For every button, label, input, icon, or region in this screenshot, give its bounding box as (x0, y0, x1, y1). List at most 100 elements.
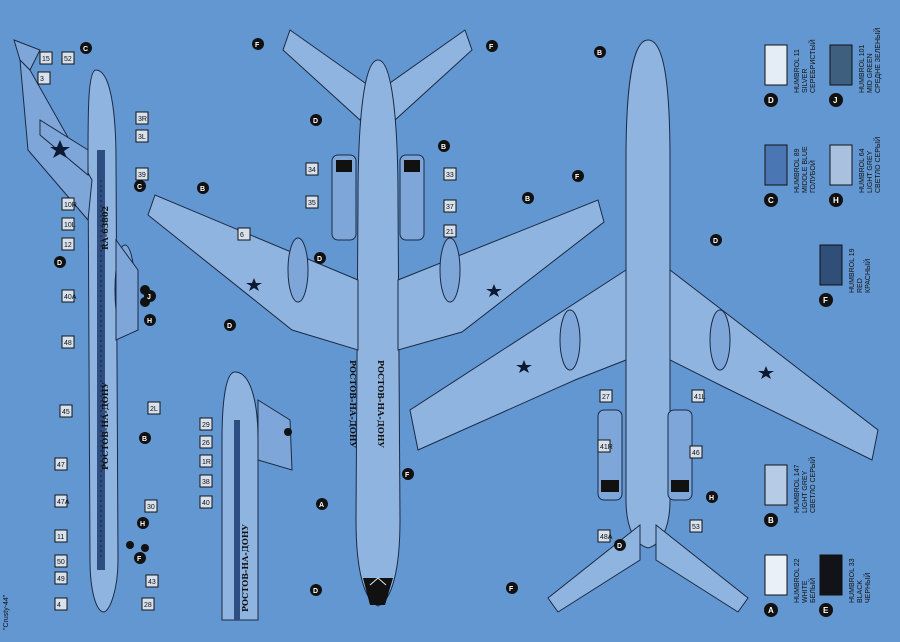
callout-50: 50 (54, 554, 68, 568)
badge-letter: C (137, 184, 142, 191)
callout-number: 33 (446, 172, 454, 179)
callout-33: 33 (443, 167, 457, 181)
swatch-color (764, 144, 788, 186)
badge-circle (134, 552, 146, 564)
callout-34: 34 (305, 162, 319, 176)
swatch-cyr: ЧЕРНЫЙ (863, 573, 872, 603)
swatch-color (819, 244, 843, 286)
callout-number: 47 (57, 462, 65, 469)
callout-box (597, 439, 611, 453)
callout-28: 28 (141, 597, 155, 611)
swatch-color (764, 554, 788, 596)
callout-number: 12 (64, 242, 72, 249)
swatch-name: LIGHT GREY (867, 150, 874, 193)
callout-box (199, 435, 213, 449)
callout-47: 47 (54, 457, 68, 471)
badge-circle (224, 319, 236, 331)
callout-number: 10R (64, 202, 77, 209)
callout-38: 38 (199, 474, 213, 488)
callout-box (597, 529, 611, 543)
callout-number: 38 (202, 479, 210, 486)
callout-box (689, 445, 703, 459)
badge-letter: D (617, 543, 622, 550)
paint-badge-j: J (144, 290, 156, 302)
callout-48: 48 (61, 335, 75, 349)
callout-52: 52 (61, 51, 75, 65)
swatch-name: MID GREEN (867, 53, 874, 93)
swatch-letter-badge (764, 603, 778, 617)
paint-badge-f: F (252, 38, 264, 50)
callout-number: 50 (57, 559, 65, 566)
swatch-name: RED (857, 278, 864, 293)
swatch-letter: B (768, 516, 774, 525)
paint-badge-f: F (506, 582, 518, 594)
callout-number: 48A (600, 534, 613, 541)
paint-badge-b: B (594, 46, 606, 58)
callout-box (443, 199, 457, 213)
badge-letter: B (525, 196, 530, 203)
callout-number: 53 (692, 524, 700, 531)
paint-badge-b: B (197, 182, 209, 194)
callout-3R: 3R (135, 111, 149, 125)
swatch-letter-badge (819, 293, 833, 307)
badge-letter: B (142, 436, 147, 443)
swatch-letter-badge (819, 603, 833, 617)
callout-box (54, 554, 68, 568)
callout-number: 34 (308, 167, 316, 174)
swatch-letter: J (833, 96, 837, 105)
swatch-name: SILVER (802, 69, 809, 93)
badge-circle (134, 180, 146, 192)
underside-view (409, 39, 879, 613)
callout-number: 2L (150, 406, 158, 413)
badge-circle (54, 256, 66, 268)
callout-1R: 1R (199, 454, 213, 468)
swatch-cyr: СВЕТЛО СЕРЫЙ (808, 457, 817, 513)
callout-box (199, 474, 213, 488)
callout-3: 3 (37, 71, 51, 85)
badge-letter: F (137, 556, 142, 563)
paint-badge-d: D (614, 539, 626, 551)
callout-box (61, 289, 75, 303)
callout-box (54, 494, 68, 508)
badge-letter: J (147, 294, 151, 301)
paint-badge-f: F (134, 552, 146, 564)
callout-number: 4 (57, 602, 61, 609)
swatch-letter-badge (829, 193, 843, 207)
callout-box (199, 495, 213, 509)
callout-30: 30 (144, 499, 158, 513)
callout-number: 46 (692, 450, 700, 457)
callout-2L: 2L (147, 401, 161, 415)
badge-letter: B (200, 186, 205, 193)
callout-number: 40 (202, 500, 210, 507)
side-view-main (13, 39, 150, 613)
callout-number: 39 (138, 172, 146, 179)
badge-letter: D (713, 238, 718, 245)
paint-badge-d: D (310, 114, 322, 126)
badge-letter: H (140, 521, 145, 528)
callout-41L: 41L (691, 389, 706, 403)
paint-badge-h: H (706, 491, 718, 503)
badge-letter: F (575, 174, 580, 181)
callout-box (305, 195, 319, 209)
callout-box (145, 574, 159, 588)
paint-badge-f: F (486, 40, 498, 52)
callout-6: 6 (237, 227, 251, 241)
badge-circle (316, 498, 328, 510)
swatch-name: MIDDLE BLUE (802, 146, 809, 193)
paint-badge-b: B (522, 192, 534, 204)
callout-39: 39 (135, 167, 149, 181)
paint-badge-d: D (710, 234, 722, 246)
callout-number: 1R (202, 459, 211, 466)
badge-circle (706, 491, 718, 503)
callout-number: 27 (602, 394, 610, 401)
callout-number: 47A (57, 499, 70, 506)
callout-box (61, 197, 75, 211)
callout-49: 49 (54, 571, 68, 585)
badge-letter: H (147, 318, 152, 325)
callout-26: 26 (199, 435, 213, 449)
badge-circle (522, 192, 534, 204)
credit-text: "Crusty-44" (3, 594, 10, 630)
